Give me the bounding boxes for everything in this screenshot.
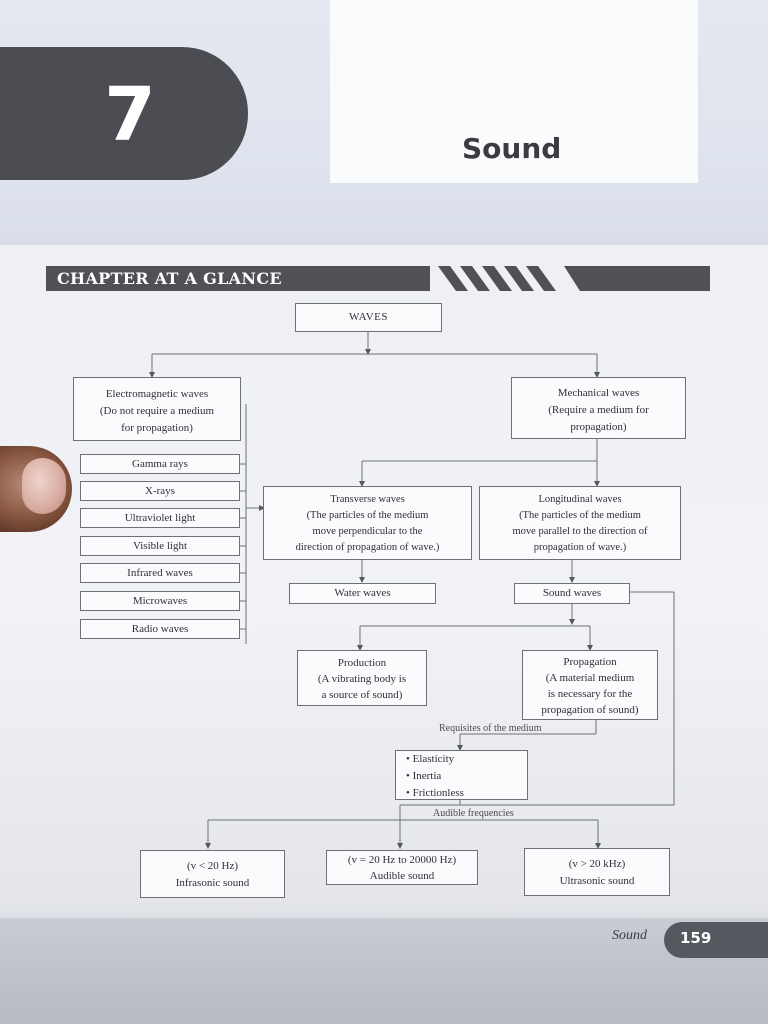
em-type-box: Ultraviolet light bbox=[80, 508, 240, 528]
water-waves-label: Water waves bbox=[334, 587, 391, 599]
requisite-frictionless: • Frictionless bbox=[406, 787, 464, 799]
audible-frequencies-label: Audible frequencies bbox=[433, 808, 514, 819]
production-box: Production (A vibrating body is a source… bbox=[297, 650, 427, 706]
chapter-title: Sound bbox=[462, 132, 562, 165]
section-heading-bar bbox=[46, 266, 710, 291]
propagation-box: Propagation (A material medium is necess… bbox=[522, 650, 658, 720]
em-type-box: Microwaves bbox=[80, 591, 240, 611]
longitudinal-desc-3: propagation of wave.) bbox=[533, 542, 627, 553]
production-desc-1: (A vibrating body is bbox=[317, 673, 407, 685]
propagation-desc-1: (A material medium bbox=[545, 672, 635, 684]
mechanical-desc-1: (Require a medium for bbox=[548, 404, 649, 416]
infrasonic-box: (v < 20 Hz) Infrasonic sound bbox=[140, 850, 285, 898]
audible-range: (v = 20 Hz to 20000 Hz) bbox=[347, 854, 457, 866]
em-type-xrays: X-rays bbox=[145, 485, 175, 497]
transverse-waves-box: Transverse waves (The particles of the m… bbox=[263, 486, 472, 560]
infrasonic-label: Infrasonic sound bbox=[175, 877, 250, 889]
footer-chapter-label: Sound bbox=[612, 928, 647, 943]
requisite-inertia: • Inertia bbox=[406, 770, 442, 782]
section-heading: CHAPTER AT A GLANCE bbox=[57, 269, 282, 288]
audible-box: (v = 20 Hz to 20000 Hz) Audible sound bbox=[326, 850, 478, 885]
em-type-box: Radio waves bbox=[80, 619, 240, 639]
ultrasonic-range: (v > 20 kHz) bbox=[568, 858, 626, 870]
requisites-label: Requisites of the medium bbox=[439, 723, 542, 734]
transverse-desc-3: direction of propagation of wave.) bbox=[295, 542, 440, 553]
thumbnail-image bbox=[22, 458, 66, 514]
audible-label: Audible sound bbox=[369, 870, 435, 882]
production-title: Production bbox=[337, 657, 387, 669]
em-title: Electromagnetic waves bbox=[105, 388, 209, 400]
longitudinal-desc-2: move parallel to the direction of bbox=[512, 526, 648, 537]
chapter-number: 7 bbox=[104, 72, 156, 158]
em-type-microwaves: Microwaves bbox=[132, 595, 188, 607]
longitudinal-waves-box: Longitudinal waves (The particles of the… bbox=[479, 486, 681, 560]
em-type-visible: Visible light bbox=[132, 540, 188, 552]
longitudinal-desc-1: (The particles of the medium bbox=[519, 510, 641, 521]
chapter-title-panel bbox=[330, 0, 698, 183]
propagation-desc-2: is necessary for the bbox=[547, 688, 633, 700]
waves-root-box: WAVES bbox=[295, 303, 442, 332]
requisites-box: • Elasticity • Inertia • Frictionless bbox=[395, 750, 528, 800]
production-desc-2: a source of sound) bbox=[321, 689, 403, 701]
chapter-number-tab bbox=[0, 47, 248, 180]
em-type-box: Visible light bbox=[80, 536, 240, 556]
ultrasonic-box: (v > 20 kHz) Ultrasonic sound bbox=[524, 848, 670, 896]
heading-stripes bbox=[438, 266, 580, 291]
electromagnetic-waves-box: Electromagnetic waves (Do not require a … bbox=[73, 377, 241, 441]
em-type-gamma: Gamma rays bbox=[132, 458, 188, 470]
page-number: 159 bbox=[680, 929, 712, 947]
em-type-box: Gamma rays bbox=[80, 454, 240, 474]
waves-root-label: WAVES bbox=[349, 311, 388, 323]
em-type-infrared: Infrared waves bbox=[127, 567, 193, 579]
em-type-radio: Radio waves bbox=[131, 623, 189, 635]
ultrasonic-label: Ultrasonic sound bbox=[559, 875, 635, 887]
propagation-desc-3: propagation of sound) bbox=[541, 704, 639, 716]
em-desc-1: (Do not require a medium bbox=[99, 405, 215, 417]
mechanical-desc-2: propagation) bbox=[570, 421, 627, 433]
em-type-ultraviolet: Ultraviolet light bbox=[124, 512, 196, 524]
mechanical-title: Mechanical waves bbox=[557, 387, 640, 399]
sound-waves-box: Sound waves bbox=[514, 583, 630, 604]
transverse-title: Transverse waves bbox=[330, 494, 405, 505]
requisite-elasticity: • Elasticity bbox=[406, 753, 455, 765]
page-number-tab bbox=[664, 922, 768, 958]
longitudinal-title: Longitudinal waves bbox=[538, 494, 622, 505]
page-footer bbox=[0, 918, 768, 1024]
em-desc-2: for propagation) bbox=[121, 422, 193, 434]
sound-waves-label: Sound waves bbox=[542, 587, 602, 599]
mechanical-waves-box: Mechanical waves (Require a medium for p… bbox=[511, 377, 686, 439]
em-type-box: X-rays bbox=[80, 481, 240, 501]
infrasonic-range: (v < 20 Hz) bbox=[186, 860, 239, 872]
water-waves-box: Water waves bbox=[289, 583, 436, 604]
transverse-desc-2: move perpendicular to the bbox=[312, 526, 423, 537]
em-type-box: Infrared waves bbox=[80, 563, 240, 583]
propagation-title: Propagation bbox=[563, 656, 617, 668]
transverse-desc-1: (The particles of the medium bbox=[306, 510, 429, 521]
